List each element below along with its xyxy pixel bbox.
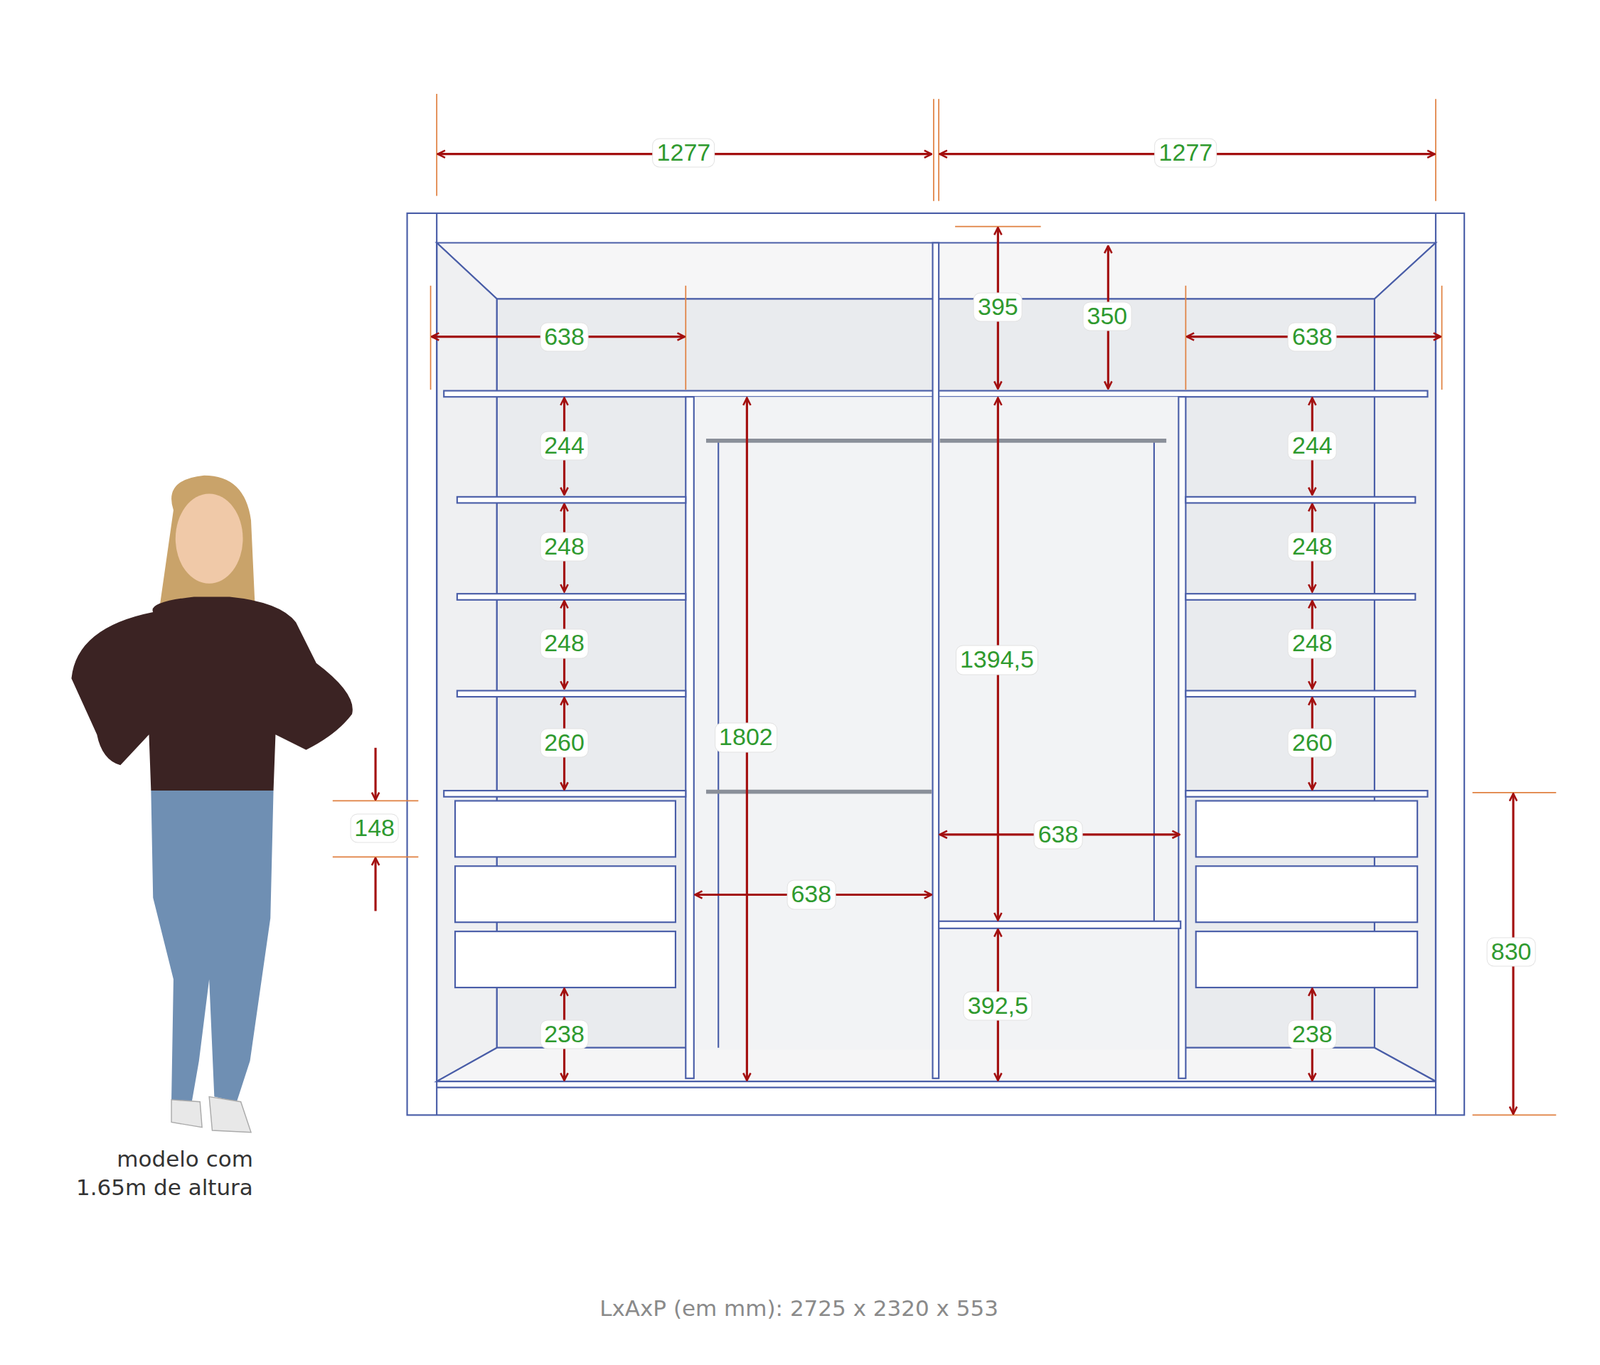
- person-figure: [71, 475, 352, 1133]
- dimension-label: 260: [1288, 728, 1337, 757]
- dimension-label: 638: [540, 322, 589, 351]
- dimension-label: 248: [540, 533, 589, 562]
- model-note: modelo com 1.65m de altura: [71, 1144, 254, 1203]
- dimension-label: 830: [1487, 937, 1536, 966]
- dimension-label: 392,5: [964, 992, 1032, 1020]
- wardrobe: [407, 213, 1465, 1116]
- dimension-label: 1802: [715, 723, 777, 752]
- dimension-arrows: [431, 154, 1514, 1115]
- dimension-label: 248: [1288, 533, 1337, 562]
- dimension-label: 350: [1083, 302, 1132, 330]
- dimension-label: 238: [1288, 1020, 1337, 1049]
- dimension-label: 638: [1288, 322, 1337, 351]
- dimension-label: 248: [540, 630, 589, 658]
- dimension-label: 395: [974, 292, 1022, 321]
- dimension-label: 1277: [1155, 139, 1217, 168]
- caption: LxAxP (em mm): 2725 x 2320 x 553: [599, 1295, 999, 1322]
- dimension-label: 238: [540, 1020, 589, 1049]
- dimension-label: 244: [540, 432, 589, 461]
- dimension-label: 1277: [653, 139, 715, 168]
- extension-lines: [332, 93, 1557, 1116]
- dimension-label: 248: [1288, 630, 1337, 658]
- dimension-label: 148: [350, 814, 399, 843]
- dimension-label: 638: [1034, 820, 1083, 849]
- dimension-label: 1394,5: [956, 646, 1038, 675]
- dimension-label: 244: [1288, 432, 1337, 461]
- dimension-label: 638: [787, 881, 835, 909]
- dimension-label: 260: [540, 728, 589, 757]
